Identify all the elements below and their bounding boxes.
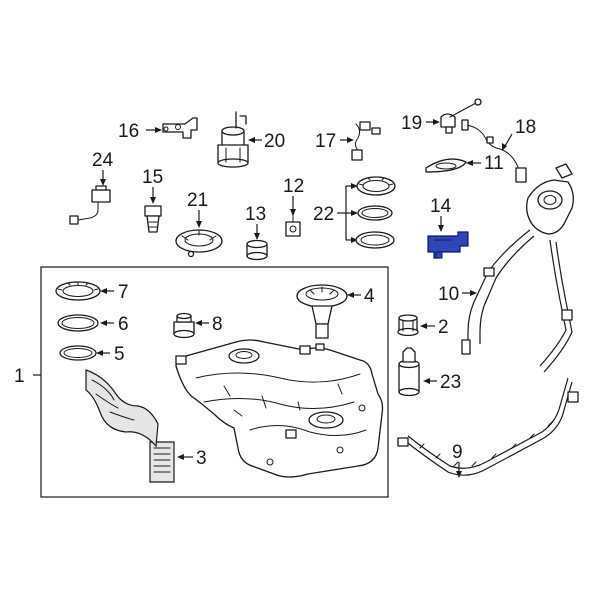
label-10: 10 <box>438 284 459 305</box>
part-11-gasket <box>425 158 467 173</box>
tank-heat-shield-left <box>85 369 159 448</box>
part-19-sensor <box>440 98 482 134</box>
part-4-pump-flange <box>296 284 348 339</box>
label-16: 16 <box>118 121 139 142</box>
part-20-pump-unit <box>217 111 249 168</box>
label-18: 18 <box>515 117 536 138</box>
tank-assembly-frame <box>40 266 389 498</box>
part-21-lock-ring <box>175 229 223 258</box>
part-18-harness <box>461 119 527 183</box>
fuel-tank <box>175 339 384 478</box>
label-6: 6 <box>118 314 129 335</box>
part-16-sensor <box>162 117 198 139</box>
part-5-ring <box>59 345 97 361</box>
part-8-cap <box>173 312 195 339</box>
part-22-ring-upper <box>356 176 396 196</box>
label-17: 17 <box>315 131 336 152</box>
label-22: 22 <box>313 204 334 225</box>
label-9: 9 <box>452 442 463 463</box>
part-12-clip <box>285 213 301 237</box>
part-2-cap <box>397 314 419 337</box>
part-14-highlighted-sensor <box>427 231 469 259</box>
label-24: 24 <box>92 150 114 171</box>
part-22-ring-lower <box>355 231 395 249</box>
part-3-heat-shield <box>149 441 175 483</box>
label-12: 12 <box>283 176 304 197</box>
part-13-grommet <box>246 239 268 261</box>
part-6-ring <box>57 314 99 332</box>
part-24-sensor <box>69 185 111 225</box>
label-19: 19 <box>401 113 422 134</box>
label-7: 7 <box>118 282 129 303</box>
part-9-strap <box>397 377 579 476</box>
label-15: 15 <box>142 167 163 188</box>
label-11: 11 <box>484 153 504 174</box>
leader-lines <box>96 119 513 478</box>
label-14: 14 <box>430 196 452 217</box>
part-22-ring-middle <box>357 205 393 221</box>
label-5: 5 <box>114 344 125 365</box>
part-10-filler-neck <box>461 163 574 373</box>
part-17-harness <box>351 121 381 161</box>
label-1: 1 <box>14 366 25 387</box>
label-3: 3 <box>196 448 207 469</box>
label-20: 20 <box>264 131 285 152</box>
part-23-canister <box>398 347 420 397</box>
label-13: 13 <box>245 204 266 225</box>
label-21: 21 <box>187 190 208 211</box>
part-7-ring <box>55 281 101 301</box>
label-23: 23 <box>440 372 461 393</box>
part-15-valve <box>144 205 162 233</box>
label-2: 2 <box>438 317 449 338</box>
label-8: 8 <box>212 314 223 335</box>
label-4: 4 <box>364 286 375 307</box>
